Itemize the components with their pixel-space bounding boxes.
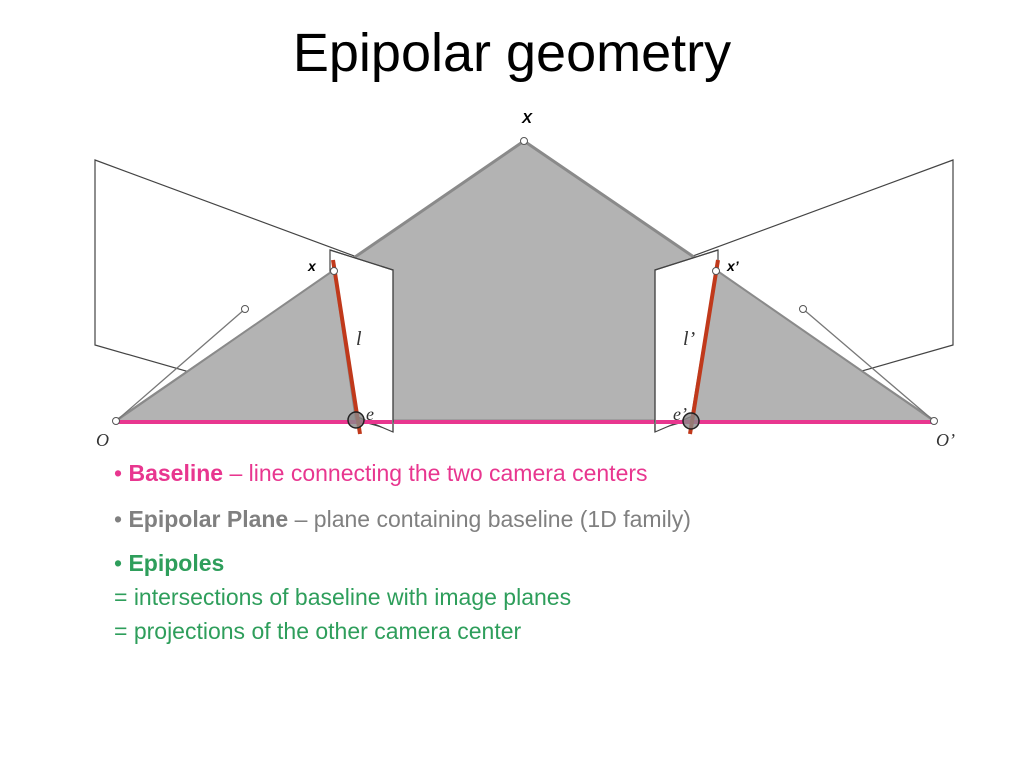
bullet-marker: •	[114, 460, 123, 486]
term-epipoles: Epipoles	[128, 550, 225, 576]
term-baseline: Baseline	[128, 460, 224, 486]
right-principal-point	[799, 305, 807, 313]
label-O: O	[96, 430, 109, 450]
label-O-prime: O’	[936, 430, 955, 450]
camera-center-O-prime	[930, 417, 938, 425]
epipolar-line-l-prime	[688, 259, 720, 435]
label-l: l	[356, 328, 362, 350]
point-X	[520, 137, 528, 145]
bullet-marker: •	[114, 506, 123, 532]
bullet-epipolar-plane: • Epipolar Plane – plane containing base…	[114, 502, 994, 536]
label-l-prime: l’	[683, 328, 696, 350]
epipoles-line-1: = intersections of baseline with image p…	[114, 584, 572, 610]
left-image-plane-edge	[329, 249, 394, 432]
left-optical-axis	[115, 308, 246, 422]
point-x-prime	[712, 267, 720, 275]
label-X: X	[521, 110, 533, 127]
camera-center-O	[112, 417, 120, 425]
epipoles-line-2: = projections of the other camera center	[114, 618, 522, 644]
label-x: x	[307, 258, 317, 274]
bullet-marker: •	[114, 550, 123, 576]
right-image-plane-edge	[654, 249, 719, 432]
label-e: e	[366, 404, 374, 424]
bullet-epipoles: • Epipoles	[114, 546, 994, 580]
bullet-list: • Baseline – line connecting the two cam…	[114, 456, 994, 648]
desc-baseline: – line connecting the two camera centers	[223, 460, 648, 486]
desc-epipolar-plane: – plane containing baseline (1D family)	[288, 506, 691, 532]
point-x	[330, 267, 338, 275]
term-epipolar-plane: Epipolar Plane	[128, 506, 289, 532]
left-principal-point	[241, 305, 249, 313]
epipole-e	[347, 411, 365, 429]
label-e-prime: e’	[673, 404, 687, 424]
bullet-baseline: • Baseline – line connecting the two cam…	[114, 456, 994, 490]
label-x-prime: x’	[726, 258, 740, 274]
epipolar-line-l	[331, 259, 362, 435]
epipole-e-prime	[682, 412, 700, 430]
slide-title: Epipolar geometry	[292, 23, 732, 83]
right-optical-axis	[802, 308, 935, 422]
